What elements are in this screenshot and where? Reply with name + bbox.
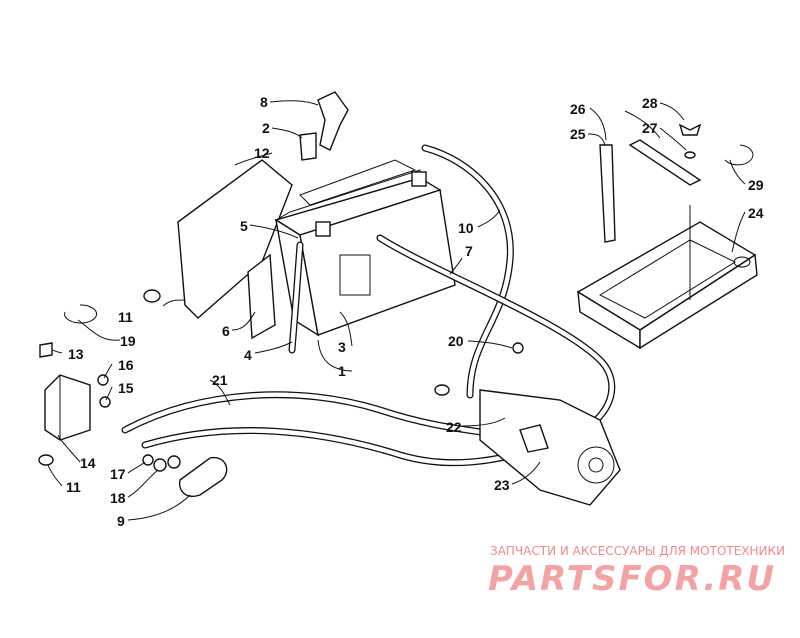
callout-20: 20 <box>448 333 464 349</box>
leader-lines <box>47 100 746 521</box>
callout-14: 14 <box>80 455 96 471</box>
nut-starter <box>434 384 450 396</box>
callout-27: 27 <box>642 120 658 136</box>
starter-motor <box>479 389 621 506</box>
callout-17: 17 <box>110 466 126 482</box>
washer <box>684 151 696 159</box>
callout-9: 9 <box>117 513 125 529</box>
callout-12: 12 <box>254 145 270 161</box>
callout-1: 1 <box>338 363 346 379</box>
callout-15: 15 <box>118 380 134 396</box>
callout-25: 25 <box>570 126 586 142</box>
callout-26: 26 <box>570 101 586 117</box>
battery-bracket <box>247 253 276 340</box>
callout-18: 18 <box>110 490 126 506</box>
battery-pad <box>177 159 293 319</box>
callout-23: 23 <box>494 477 510 493</box>
callout-6: 6 <box>222 323 230 339</box>
nut-20 <box>512 342 524 354</box>
watermark-brand: PARTSFOR.RU <box>488 559 776 599</box>
watermark: ЗАПЧАСТИ И АКСЕССУАРЫ ДЛЯ МОТОТЕХНИКИ PA… <box>488 544 785 599</box>
hold-down-strap <box>599 144 616 243</box>
callout-labels: 1 2 3 4 5 6 7 8 9 10 11 11 12 13 14 15 1… <box>66 94 764 529</box>
washer-18b <box>167 455 181 469</box>
battery <box>274 159 456 337</box>
clip-ring <box>724 144 754 166</box>
callout-11b: 11 <box>66 479 81 495</box>
watermark-subtitle: ЗАПЧАСТИ И АКСЕССУАРЫ ДЛЯ МОТОТЕХНИКИ <box>490 544 785 558</box>
callout-19: 19 <box>120 333 136 349</box>
solenoid <box>44 374 111 441</box>
callout-7: 7 <box>465 243 473 259</box>
callout-2: 2 <box>262 120 270 136</box>
nut <box>38 454 54 466</box>
wing-nut <box>678 123 702 136</box>
bolt <box>39 342 53 358</box>
cable-boot <box>178 456 228 497</box>
washer-17 <box>142 454 154 466</box>
ring <box>64 304 98 324</box>
hold-down-bar <box>628 139 702 186</box>
vent-fitting <box>299 132 317 161</box>
callout-3: 3 <box>338 339 346 355</box>
callout-29: 29 <box>748 177 764 193</box>
callout-16: 16 <box>118 357 134 373</box>
callout-13: 13 <box>68 346 84 362</box>
callout-5: 5 <box>240 218 248 234</box>
callout-24: 24 <box>748 205 764 221</box>
callout-8: 8 <box>260 94 268 110</box>
callout-21: 21 <box>212 372 228 388</box>
callout-11a: 11 <box>118 309 133 325</box>
nut-upper <box>143 289 161 303</box>
terminal-boot <box>317 91 349 151</box>
callout-28: 28 <box>642 95 658 111</box>
callout-22: 22 <box>446 419 462 435</box>
callout-4: 4 <box>244 347 252 363</box>
battery-tray <box>576 205 758 350</box>
washer-18a <box>153 458 167 472</box>
callout-10: 10 <box>458 220 474 236</box>
